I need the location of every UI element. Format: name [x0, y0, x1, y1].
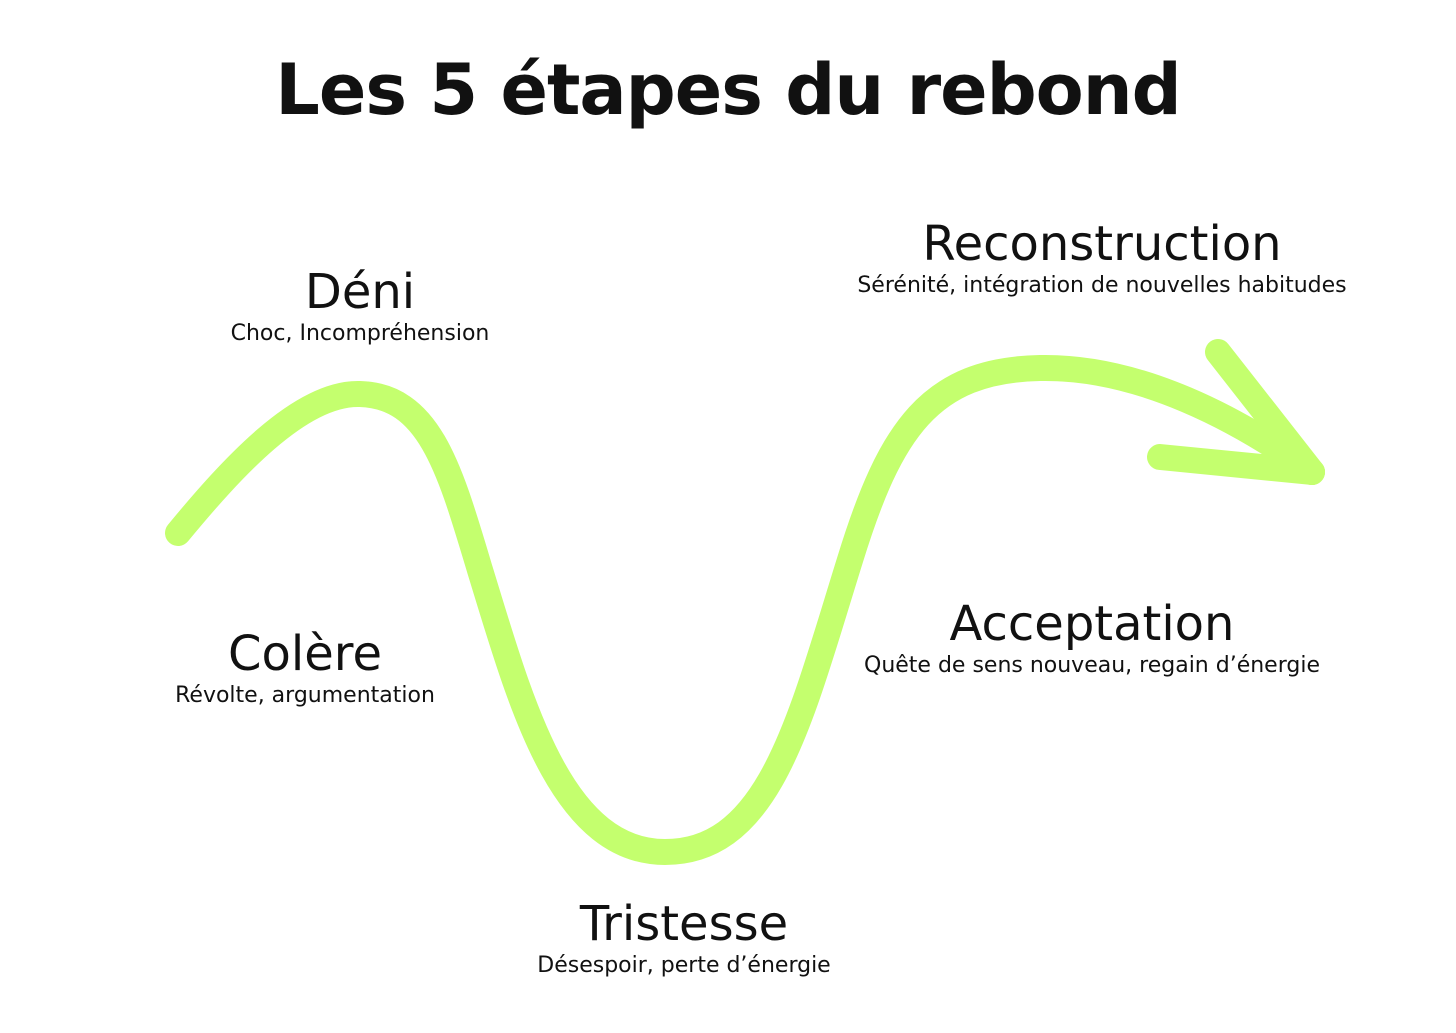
stage-colere: Colère Révolte, argumentation — [105, 626, 505, 710]
stage-deni: Déni Choc, Incompréhension — [160, 264, 560, 348]
stage-tristesse: Tristesse Désespoir, perte d’énergie — [484, 896, 884, 980]
stage-name: Tristesse — [579, 896, 789, 952]
stage-name: Déni — [304, 264, 416, 320]
page-title: Les 5 étapes du rebond — [275, 49, 1181, 131]
stage-description: Quête de sens nouveau, regain d’énergie — [864, 653, 1320, 678]
arrow-head-lower — [1147, 444, 1325, 485]
curve-line — [165, 354, 1325, 865]
stage-name: Colère — [228, 626, 382, 682]
stage-description: Désespoir, perte d’énergie — [537, 953, 831, 978]
arrow-head-upper — [1205, 339, 1325, 485]
stage-name: Acceptation — [949, 596, 1235, 652]
stage-description: Révolte, argumentation — [175, 683, 435, 708]
stage-acceptation: Acceptation Quête de sens nouveau, regai… — [842, 596, 1342, 680]
stage-description: Sérénité, intégration de nouvelles habit… — [857, 273, 1347, 298]
stage-name: Reconstruction — [922, 216, 1282, 272]
stage-description: Choc, Incompréhension — [230, 321, 490, 346]
stage-reconstruction: Reconstruction Sérénité, intégration de … — [832, 216, 1372, 300]
